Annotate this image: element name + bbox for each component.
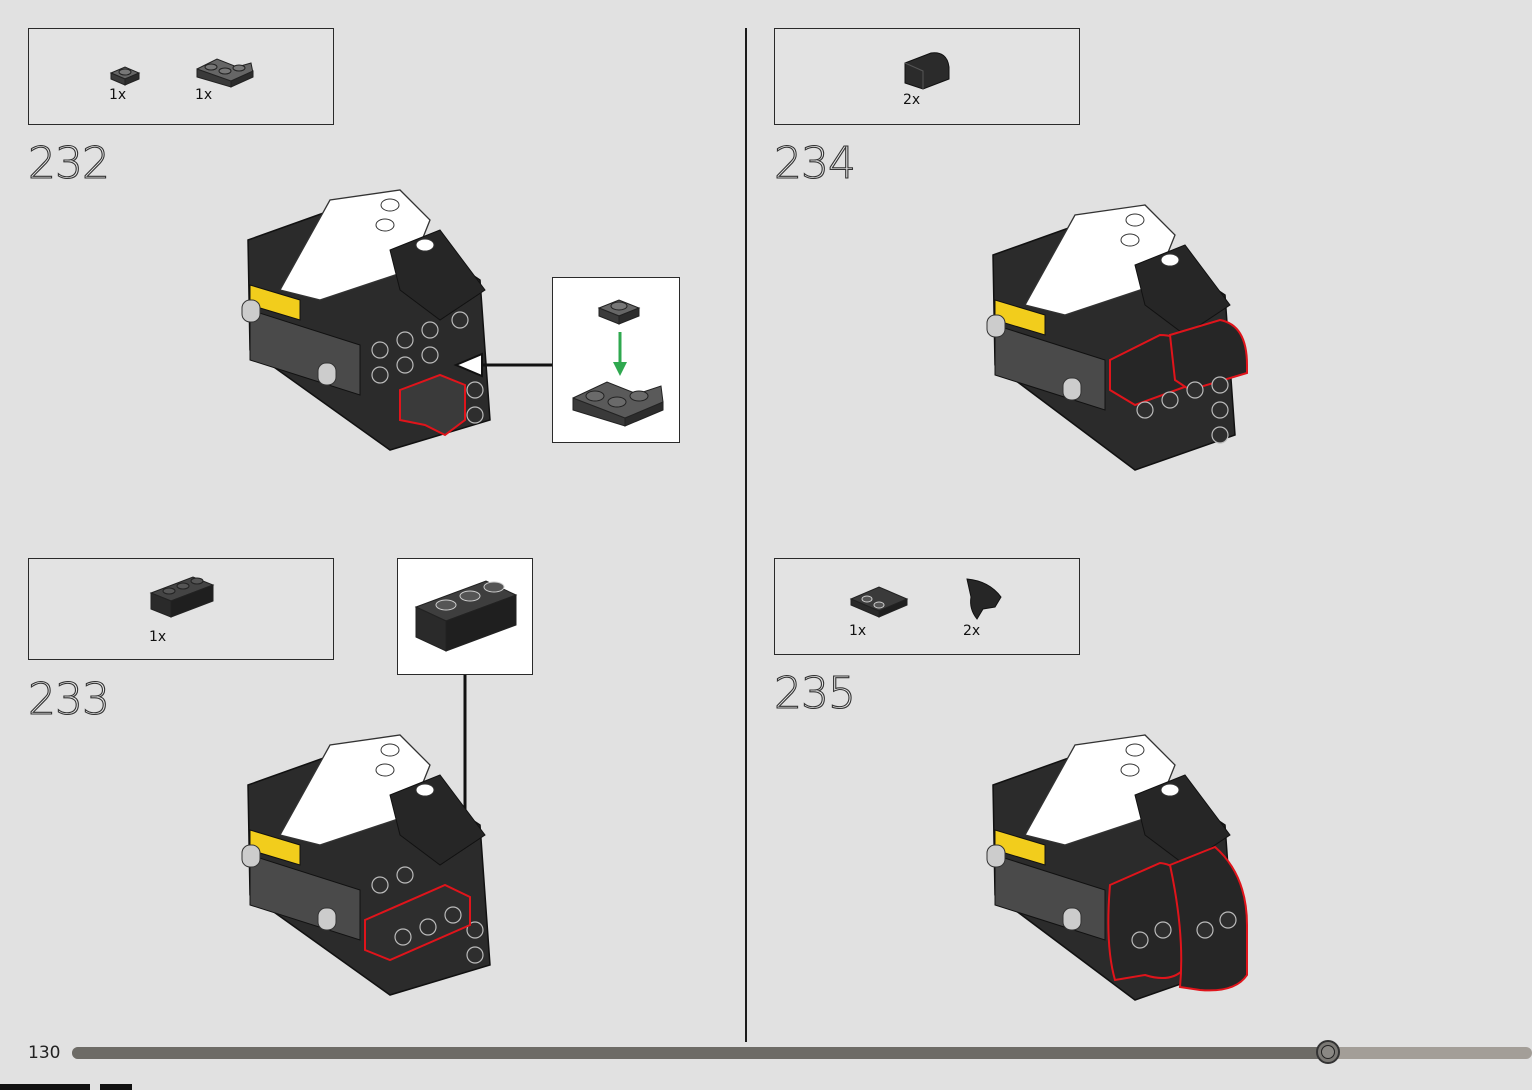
page-number: 130 xyxy=(28,1043,60,1063)
progress-fill xyxy=(72,1047,1328,1059)
page-divider xyxy=(745,28,747,1042)
progress-knob[interactable] xyxy=(1316,1040,1340,1064)
part-curved-wing-icon xyxy=(959,573,1007,621)
progress-bar[interactable] xyxy=(72,1047,1532,1059)
part-qty: 1x xyxy=(195,87,212,103)
part-plate-2x2-icon xyxy=(847,581,911,621)
callout-brick-1x3-icon xyxy=(412,575,522,655)
callout-232 xyxy=(552,277,680,443)
part-plate-corner-icon xyxy=(193,53,257,89)
callout-plate-corner-icon xyxy=(567,372,667,428)
parts-list-235: 1x 2x xyxy=(774,558,1080,655)
part-qty: 2x xyxy=(903,92,920,108)
part-qty: 1x xyxy=(849,623,866,639)
arrow-left-icon xyxy=(454,350,554,380)
parts-list-232: 1x 1x xyxy=(28,28,334,125)
footer-tab xyxy=(100,1084,132,1090)
part-qty: 2x xyxy=(963,623,980,639)
part-brick-1x3-icon xyxy=(147,573,217,619)
step-number-232: 232 xyxy=(28,142,109,186)
footer-tab xyxy=(0,1084,90,1090)
part-qty: 1x xyxy=(109,87,126,103)
parts-list-233: 1x xyxy=(28,558,334,660)
part-qty: 1x xyxy=(149,629,166,645)
model-illustration-232 xyxy=(240,180,500,460)
callout-plate-1x1-icon xyxy=(593,292,653,332)
parts-list-234: 2x xyxy=(774,28,1080,125)
part-slope-curved-icon xyxy=(901,45,953,91)
callout-233 xyxy=(397,558,533,675)
model-illustration-234 xyxy=(985,195,1255,475)
step-number-233: 233 xyxy=(28,678,109,722)
step-number-234: 234 xyxy=(774,142,855,186)
model-illustration-233 xyxy=(240,725,500,1005)
model-illustration-235 xyxy=(985,725,1255,1005)
step-number-235: 235 xyxy=(774,672,855,716)
